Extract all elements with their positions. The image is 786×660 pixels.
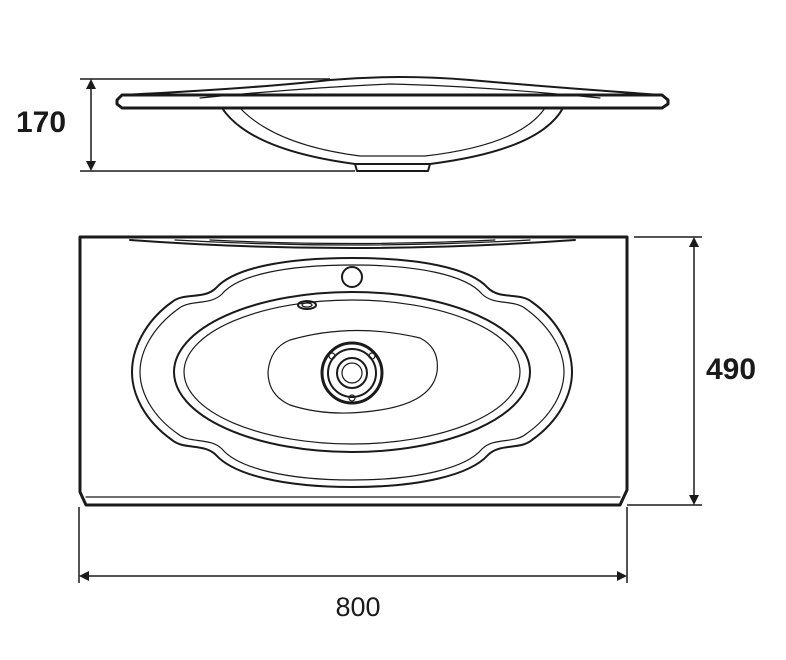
side-view-bowl	[221, 107, 564, 165]
dimension-depth: 490	[627, 236, 756, 506]
top-view-back-ridge	[129, 239, 576, 249]
overflow-hole	[297, 300, 317, 310]
top-view-outline	[78, 235, 629, 507]
dimension-height-label: 170	[16, 106, 66, 139]
top-view-back-ridge-inner	[174, 239, 531, 246]
dimension-width: 800	[78, 507, 628, 622]
overflow-hole-inner	[301, 302, 313, 308]
top-view	[78, 235, 629, 507]
top-view-drain-well	[267, 329, 438, 414]
side-view-top-contour	[121, 76, 663, 96]
side-view-rim	[115, 93, 670, 110]
side-view-top-inner	[199, 83, 601, 99]
side-view-drain	[354, 163, 431, 172]
top-view-scalloped-edge-inner	[139, 264, 565, 481]
dimension-depth-label: 490	[706, 353, 756, 386]
dimension-width-label: 800	[335, 592, 380, 622]
side-view	[115, 76, 670, 172]
top-view-bowl-inner	[183, 299, 521, 445]
dimension-height: 170	[16, 78, 355, 172]
top-view-back-ridge-hatch	[209, 239, 496, 245]
drain-plug	[320, 341, 384, 405]
tap-hole	[341, 266, 363, 288]
side-view-bowl-inner	[239, 107, 546, 157]
top-view-scalloped-edge	[131, 257, 573, 488]
top-view-bowl-outer	[173, 291, 531, 453]
